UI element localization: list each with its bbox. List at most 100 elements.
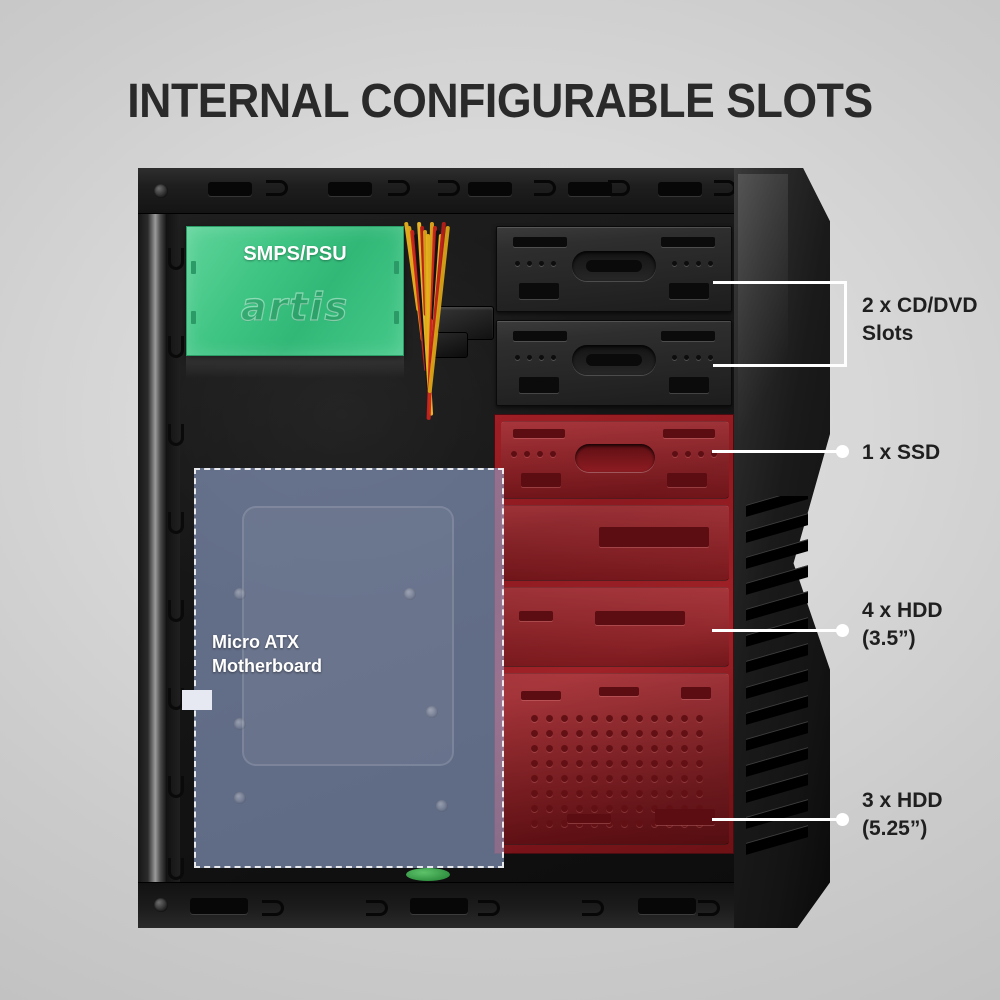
- vent-hole: [651, 790, 658, 797]
- psu-cable-bundle: [400, 220, 510, 420]
- vent-hole: [561, 790, 568, 797]
- vent-hole: [606, 790, 613, 797]
- vent-hole: [591, 715, 598, 722]
- rail-slot: [468, 182, 512, 196]
- bay-dot: [551, 261, 556, 266]
- vent-hole: [651, 805, 658, 812]
- rail-slot: [410, 898, 468, 914]
- vent-hole: [591, 745, 598, 752]
- vent-hole: [546, 820, 553, 827]
- vent-hole: [576, 790, 583, 797]
- rail-screw: [154, 898, 168, 912]
- cage-slot: [599, 687, 639, 696]
- vent-hole: [606, 820, 613, 827]
- vent-hole: [591, 805, 598, 812]
- leader-line: [712, 818, 844, 821]
- standoff: [426, 706, 438, 718]
- rail-hook: [168, 424, 184, 446]
- bay-slot: [519, 377, 559, 393]
- bay-oval-inner: [586, 260, 642, 272]
- vent-hole: [576, 820, 583, 827]
- rail-hook: [714, 180, 736, 196]
- vent-hole: [681, 730, 688, 737]
- rail-slot: [568, 182, 612, 196]
- vent-hole: [606, 775, 613, 782]
- rail-hook: [478, 900, 500, 916]
- vent-hole: [561, 745, 568, 752]
- left-rail-inner: [162, 214, 180, 882]
- rail-slot: [190, 898, 248, 914]
- bay-slot: [519, 283, 559, 299]
- vent-hole: [546, 775, 553, 782]
- bay-dot: [696, 355, 701, 360]
- callout-line1: 3 x HDD: [862, 789, 943, 812]
- callout-line2: Slots: [862, 322, 914, 346]
- vent-hole: [531, 760, 538, 767]
- vent-slat: [746, 821, 808, 859]
- callout-line2: (5.25”): [862, 817, 928, 841]
- vent-hole: [591, 820, 598, 827]
- psu-tab: [394, 311, 399, 324]
- vent-hole: [666, 715, 673, 722]
- vent-hole: [606, 730, 613, 737]
- cage-dot-row: [672, 451, 717, 457]
- vent-hole: [621, 775, 628, 782]
- cd-dvd-bay-1: [496, 226, 732, 312]
- rail-hook: [262, 900, 284, 916]
- bay-dot: [684, 261, 689, 266]
- vent-hole: [621, 820, 628, 827]
- vent-hole: [606, 760, 613, 767]
- rail-slot: [208, 182, 252, 196]
- vent-hole: [546, 730, 553, 737]
- vent-hole: [696, 790, 703, 797]
- vent-hole: [531, 790, 538, 797]
- bay-slot: [661, 237, 715, 247]
- callout-line1: 4 x HDD: [862, 599, 943, 622]
- artis-logo: artis: [240, 284, 350, 329]
- vent-hole: [591, 790, 598, 797]
- rail-hook: [534, 180, 556, 196]
- rail-hook: [168, 336, 184, 358]
- bay-oval-inner: [586, 354, 642, 366]
- standoff: [234, 718, 246, 730]
- leader-bullet: [836, 813, 849, 826]
- motherboard-label-line2: Motherboard: [212, 656, 322, 677]
- cage-dot: [711, 451, 717, 457]
- psu-label: SMPS/PSU: [243, 243, 347, 265]
- left-rail: [138, 208, 166, 888]
- bay-dot-row: [672, 261, 713, 266]
- vent-hole: [546, 790, 553, 797]
- vent-hole: [681, 715, 688, 722]
- bay-dot-row: [515, 355, 556, 360]
- bay-slot: [513, 237, 567, 247]
- vent-hole: [696, 805, 703, 812]
- cage-slot: [521, 691, 561, 700]
- cage-slot: [521, 473, 561, 487]
- callout-label-hdd-35: 4 x HDD(3.5”): [862, 597, 943, 654]
- bay-dot: [515, 261, 520, 266]
- rail-slot: [638, 898, 696, 914]
- rail-hook: [438, 180, 460, 196]
- cage-dot: [537, 451, 543, 457]
- vent-hole: [681, 805, 688, 812]
- rail-hook: [266, 180, 288, 196]
- vent-hole: [636, 790, 643, 797]
- cage-dot: [524, 451, 530, 457]
- vent-hole: [651, 775, 658, 782]
- rail-hook: [168, 512, 184, 534]
- vent-hole: [651, 820, 658, 827]
- cage-slot: [567, 814, 611, 823]
- vent-hole: [636, 805, 643, 812]
- leader-line: [712, 629, 844, 632]
- cage-slot: [663, 429, 715, 438]
- vent-hole: [666, 745, 673, 752]
- vent-hole: [681, 775, 688, 782]
- vent-hole: [531, 820, 538, 827]
- rail-hook: [608, 180, 630, 196]
- vent-hole: [531, 745, 538, 752]
- vent-hole: [666, 760, 673, 767]
- motherboard-tray-outline: [242, 506, 454, 766]
- vent-hole: [531, 715, 538, 722]
